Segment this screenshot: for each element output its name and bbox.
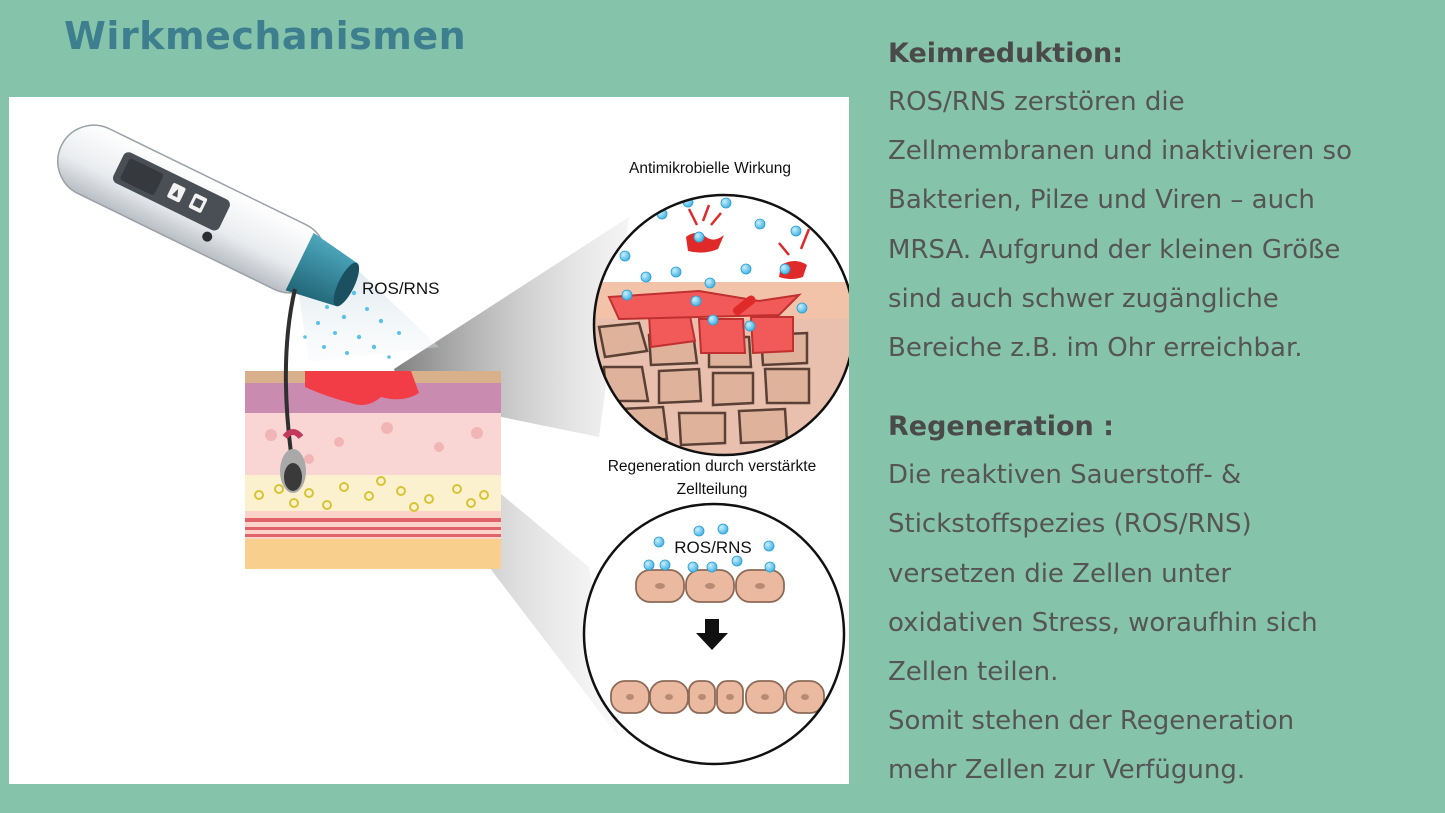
section-line: Somit stehen der Regeneration xyxy=(888,706,1295,737)
mechanism-figure: ROS/RNS Antimikrobielle Wirkung xyxy=(9,97,849,784)
section-line: Stickstoffspezies (ROS/RNS) xyxy=(888,509,1252,540)
page-title: Wirkmechanismen xyxy=(64,14,467,58)
text-column: Keimreduktion: ROS/RNS zerstören die Zel… xyxy=(888,30,1433,795)
plasma-device xyxy=(57,124,360,307)
section-line: Bereiche z.B. im Ohr erreichbar. xyxy=(888,332,1303,363)
regeneration-zoom-circle xyxy=(584,504,844,764)
section-spacer xyxy=(888,373,1433,403)
antimicrobial-caption: Antimikrobielle Wirkung xyxy=(629,160,791,177)
wound-area xyxy=(305,371,419,405)
section-line: Zellen teilen. xyxy=(888,656,1059,687)
section-line: versetzen die Zellen unter xyxy=(888,558,1232,589)
section-line: mehr Zellen zur Verfügung. xyxy=(888,755,1246,786)
section-line: ROS/RNS zerstören die xyxy=(888,87,1185,117)
section-heading: Keimreduktion: xyxy=(888,38,1124,69)
section-line: sind auch schwer zugängliche xyxy=(888,283,1279,314)
regeneration-ros-label: ROS/RNS xyxy=(674,538,751,557)
skin-cross-section xyxy=(245,288,501,569)
section-line: Zellmembranen und inaktivieren so xyxy=(888,136,1353,167)
section-heading: Regeneration : xyxy=(888,411,1114,443)
section-line: Bakterien, Pilze und Viren – auch xyxy=(888,185,1315,216)
section-line: Die reaktiven Sauerstoff- & xyxy=(888,460,1242,491)
regeneration-caption-line1: Regeneration durch verstärkte xyxy=(608,458,817,475)
regeneration-caption-line2: Zellteilung xyxy=(677,481,748,498)
section-keimreduktion: Keimreduktion: ROS/RNS zerstören die Zel… xyxy=(888,30,1433,373)
section-line: MRSA. Aufgrund der kleinen Größe xyxy=(888,234,1341,265)
antimicrobial-zoom-circle xyxy=(594,195,849,455)
section-regeneration: Regeneration : Die reaktiven Sauerstoff-… xyxy=(888,403,1433,795)
section-line: oxidativen Stress, woraufhin sich xyxy=(888,607,1318,638)
spray-label: ROS/RNS xyxy=(362,279,439,298)
down-arrow xyxy=(696,619,728,650)
